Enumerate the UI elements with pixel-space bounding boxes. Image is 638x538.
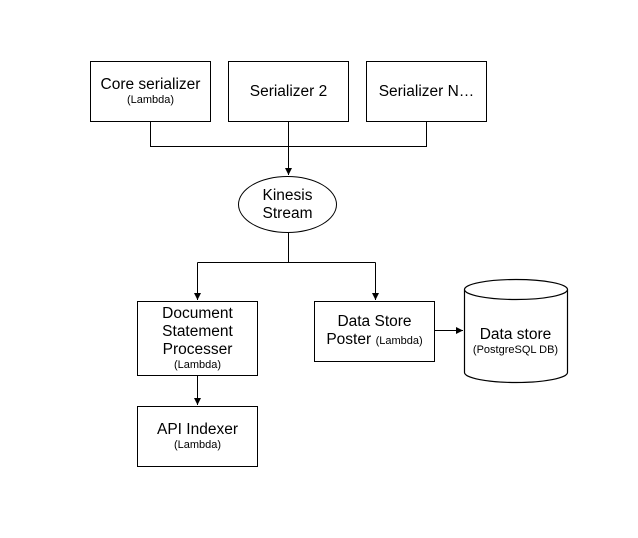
core-serializer-subtitle: (Lambda): [126, 94, 175, 107]
serializer-2-title: Serializer 2: [249, 82, 328, 100]
core-serializer-node: Core serializer (Lambda): [90, 61, 211, 122]
kinesis-stream-line2: Stream: [262, 204, 313, 222]
serializer-n-title: Serializer N…: [378, 82, 475, 100]
data-store-poster-line1: Data Store: [337, 313, 412, 331]
data-store-subtitle: (PostgreSQL DB): [472, 343, 559, 356]
core-serializer-title: Core serializer: [100, 76, 201, 94]
data-store-poster-line2-sub: (Lambda): [375, 335, 423, 348]
data-store-node: Data store (PostgreSQL DB): [464, 316, 567, 366]
document-processor-subtitle: (Lambda): [173, 358, 222, 371]
serializer-n-node: Serializer N…: [366, 61, 487, 122]
data-store-poster-line2: Poster (Lambda): [326, 331, 422, 349]
data-store-title: Data store: [479, 325, 552, 343]
kinesis-stream-node: Kinesis Stream: [238, 176, 337, 233]
document-processor-line2: Statement: [162, 323, 233, 341]
document-processor-line1: Document: [162, 305, 233, 323]
data-store-poster-line2-main: Poster: [326, 331, 372, 349]
kinesis-stream-line1: Kinesis: [262, 186, 313, 204]
api-indexer-title: API Indexer: [157, 421, 238, 439]
data-store-cylinder-icon: [463, 278, 569, 384]
serializer-2-node: Serializer 2: [228, 61, 349, 122]
document-processor-node: Document Statement Processer (Lambda): [137, 301, 258, 376]
api-indexer-node: API Indexer (Lambda): [137, 406, 258, 467]
api-indexer-subtitle: (Lambda): [173, 439, 222, 452]
data-store-poster-node: Data Store Poster (Lambda): [314, 301, 435, 362]
document-processor-line3: Processer: [162, 341, 233, 359]
